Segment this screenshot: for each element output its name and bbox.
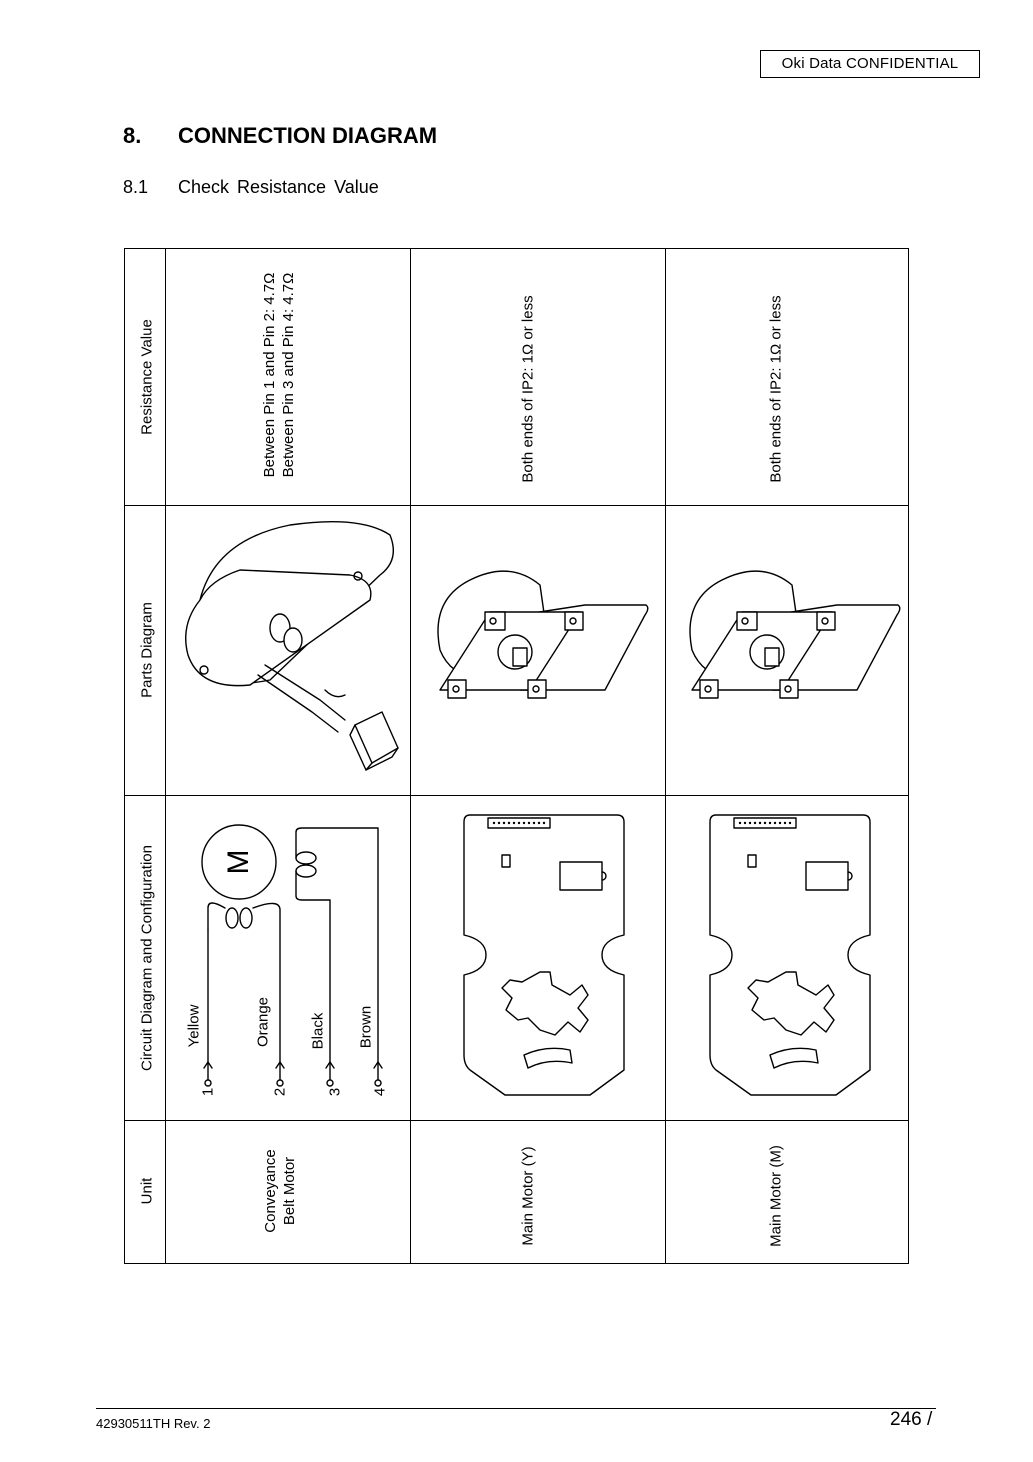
motor-circle — [201, 824, 277, 900]
page-number: 246 / — [890, 1409, 933, 1430]
section-number: 8. — [123, 123, 142, 148]
footer-rule — [96, 1408, 936, 1409]
table-divider — [165, 249, 166, 1263]
terminals — [203, 1061, 383, 1087]
document-number: 42930511TH Rev. 2 — [96, 1416, 211, 1431]
table-divider — [125, 1120, 908, 1121]
subsection-title: Check Resistance Value — [178, 177, 379, 197]
table-divider — [410, 249, 411, 1263]
second-coil — [295, 827, 379, 1084]
table-divider — [125, 795, 908, 796]
table-divider — [665, 249, 666, 1263]
resistance-table: Resistance Value Parts Diagram Circuit D… — [124, 248, 909, 1264]
subsection-number: 8.1 — [123, 177, 149, 197]
section-title: CONNECTION DIAGRAM — [178, 123, 438, 148]
table-divider — [125, 505, 908, 506]
motor-coil — [207, 902, 281, 1084]
confidential-label: Oki Data CONFIDENTIAL — [760, 50, 980, 78]
